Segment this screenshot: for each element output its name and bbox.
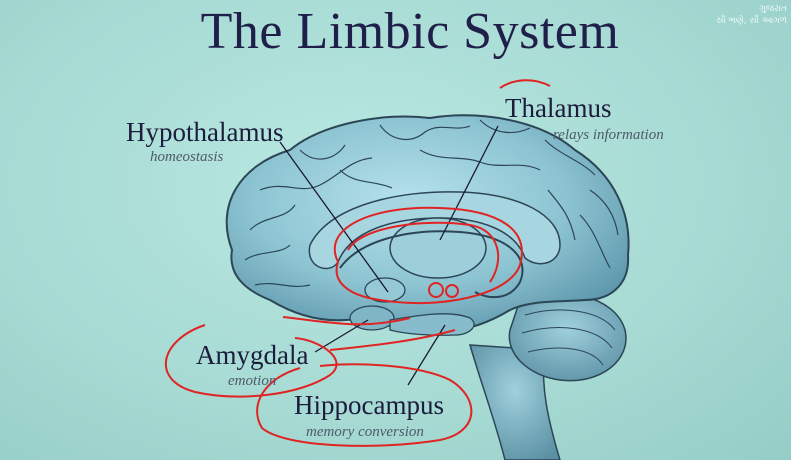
watermark-line-1: ગુજરાત bbox=[759, 4, 787, 14]
amygdala-desc: emotion bbox=[228, 373, 277, 389]
thalamus-label: Thalamus bbox=[505, 93, 612, 123]
page-title: The Limbic System bbox=[200, 3, 620, 60]
hippocampus-desc: memory conversion bbox=[306, 424, 424, 440]
fornix bbox=[339, 230, 524, 299]
gyri-lines bbox=[244, 119, 619, 288]
thalamus-desc: relays information bbox=[553, 127, 664, 143]
thalamus-structure bbox=[389, 217, 487, 279]
corpus-callosum bbox=[308, 191, 561, 270]
amygdala-label: Amygdala bbox=[196, 340, 309, 370]
cerebellum bbox=[508, 292, 627, 382]
channel-watermark: ગુજરાત સૌ ભણે, સૌ આગળ bbox=[716, 3, 787, 27]
hypothalamus-desc: homeostasis bbox=[150, 149, 224, 165]
leader-lines bbox=[279, 125, 499, 386]
watermark-line-2: સૌ ભણે, સૌ આગળ bbox=[716, 16, 787, 26]
hypothalamus-label: Hypothalamus bbox=[126, 117, 284, 147]
hippocampus-label: Hippocampus bbox=[294, 390, 444, 420]
red-annotations bbox=[164, 79, 551, 447]
